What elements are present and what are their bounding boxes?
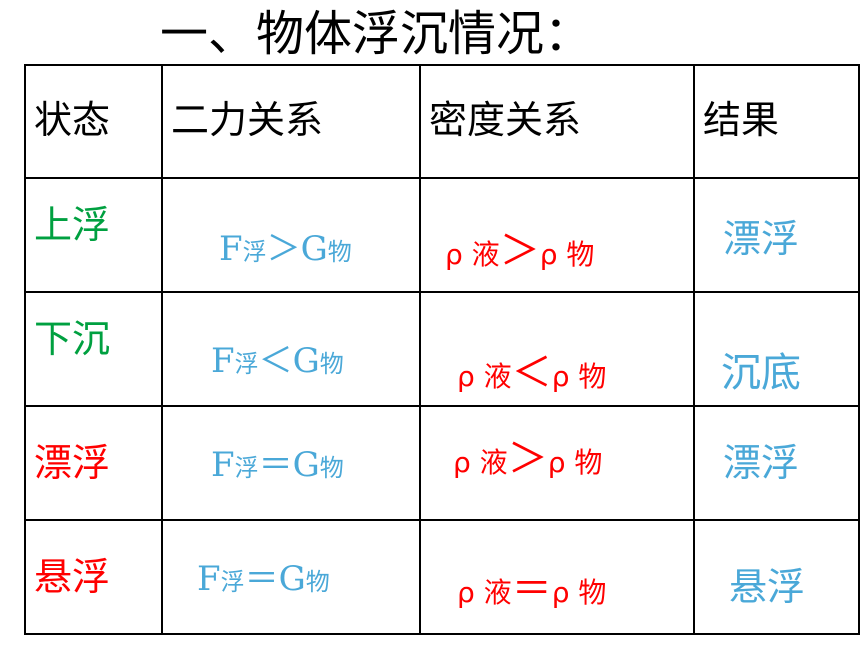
- force-cell: F浮＜G物: [161, 291, 421, 407]
- result-label: 悬浮: [729, 565, 806, 609]
- density-object: ρ 物: [547, 446, 603, 479]
- force-f-sub: 浮: [234, 350, 259, 378]
- force-g: G: [292, 341, 320, 381]
- density-cell: ρ 液＞ρ 物: [419, 177, 695, 293]
- force-g: G: [292, 445, 320, 485]
- density-object: ρ 物: [539, 238, 595, 271]
- state-label: 下沉: [34, 317, 111, 361]
- state-label: 漂浮: [34, 441, 111, 485]
- force-relation: F浮＞G物: [219, 229, 352, 272]
- force-g-sub: 物: [327, 238, 352, 266]
- force-f: F: [219, 229, 243, 269]
- state-cell: 下沉: [24, 291, 163, 407]
- table-row: 上浮 F浮＞G物 ρ 液＞ρ 物 漂浮: [24, 177, 860, 293]
- header-density-relation: 密度关系: [429, 98, 582, 142]
- density-operator: ＝: [511, 566, 552, 612]
- result-label: 漂浮: [723, 217, 800, 261]
- force-f: F: [197, 559, 221, 599]
- force-cell: F浮＝G物: [161, 519, 421, 635]
- force-g-sub: 物: [305, 568, 330, 596]
- density-operator: ＞: [507, 436, 548, 482]
- state-cell: 悬浮: [24, 519, 163, 635]
- force-operator: ＜: [258, 341, 293, 381]
- float-sink-table: 状态 二力关系 密度关系 结果 上浮 F浮＞G物 ρ 液＞ρ 物 漂浮 下沉: [24, 64, 860, 635]
- density-cell: ρ 液＝ρ 物: [419, 519, 695, 635]
- density-relation: ρ 液＞ρ 物: [453, 439, 602, 483]
- state-cell: 上浮: [24, 177, 163, 293]
- result-label: 漂浮: [723, 441, 800, 485]
- density-relation: ρ 液＜ρ 物: [457, 353, 606, 397]
- force-cell: F浮＞G物: [161, 177, 421, 293]
- result-cell: 悬浮: [693, 519, 860, 635]
- force-f: F: [211, 445, 235, 485]
- density-object: ρ 物: [551, 360, 607, 393]
- header-cell-result: 结果: [693, 64, 860, 179]
- force-f-sub: 浮: [234, 454, 259, 482]
- density-operator: ＞: [499, 228, 540, 274]
- header-force-relation: 二力关系: [171, 98, 324, 142]
- density-cell: ρ 液＞ρ 物: [419, 405, 695, 521]
- table-header-row: 状态 二力关系 密度关系 结果: [24, 64, 860, 179]
- force-operator: ＝: [258, 445, 293, 485]
- header-cell-force: 二力关系: [161, 64, 421, 179]
- force-cell: F浮＝G物: [161, 405, 421, 521]
- force-operator: ＝: [244, 559, 279, 599]
- header-state: 状态: [34, 98, 111, 142]
- force-f-sub: 浮: [220, 568, 245, 596]
- state-label: 悬浮: [34, 555, 111, 599]
- force-g-sub: 物: [319, 350, 344, 378]
- result-cell: 沉底: [693, 291, 860, 407]
- table-row: 漂浮 F浮＝G物 ρ 液＞ρ 物 漂浮: [24, 405, 860, 521]
- density-liquid: ρ 液: [445, 238, 500, 271]
- density-relation: ρ 液＝ρ 物: [457, 569, 606, 613]
- result-cell: 漂浮: [693, 405, 860, 521]
- force-relation: F浮＝G物: [197, 559, 330, 602]
- density-liquid: ρ 液: [457, 360, 512, 393]
- result-label: 沉底: [721, 350, 801, 396]
- force-operator: ＞: [266, 229, 301, 269]
- force-g-sub: 物: [319, 454, 344, 482]
- state-cell: 漂浮: [24, 405, 163, 521]
- density-cell: ρ 液＜ρ 物: [419, 291, 695, 407]
- header-cell-state: 状态: [24, 64, 163, 179]
- force-f-sub: 浮: [242, 238, 267, 266]
- page-title: 一、物体浮沉情况：: [160, 6, 593, 62]
- density-relation: ρ 液＞ρ 物: [445, 231, 594, 275]
- force-relation: F浮＝G物: [211, 445, 344, 488]
- header-result: 结果: [703, 98, 780, 142]
- density-operator: ＜: [511, 350, 552, 396]
- density-liquid: ρ 液: [453, 446, 508, 479]
- force-relation: F浮＜G物: [211, 341, 344, 384]
- result-cell: 漂浮: [693, 177, 860, 293]
- state-label: 上浮: [34, 203, 111, 247]
- density-object: ρ 物: [551, 576, 607, 609]
- header-cell-density: 密度关系: [419, 64, 695, 179]
- force-g: G: [278, 559, 306, 599]
- table-row: 下沉 F浮＜G物 ρ 液＜ρ 物 沉底: [24, 291, 860, 407]
- table-row: 悬浮 F浮＝G物 ρ 液＝ρ 物 悬浮: [24, 519, 860, 635]
- density-liquid: ρ 液: [457, 576, 512, 609]
- force-g: G: [300, 229, 328, 269]
- force-f: F: [211, 341, 235, 381]
